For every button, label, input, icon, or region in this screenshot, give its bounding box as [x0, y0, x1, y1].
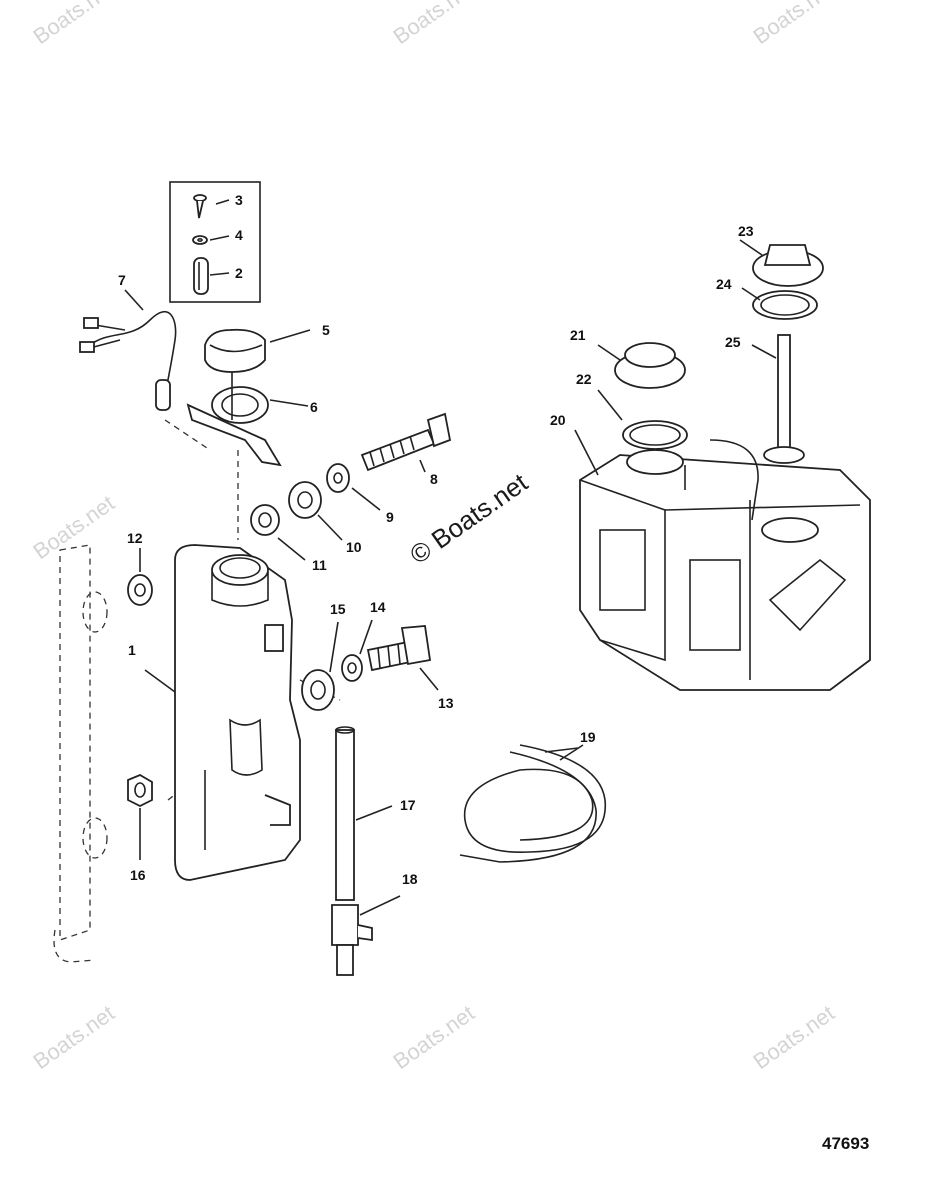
grommet-part-12: [127, 548, 153, 606]
watermark: Boats.net: [29, 1000, 119, 1074]
screw-part-3: [193, 194, 207, 219]
bolt-part-8: [360, 412, 452, 473]
grommet-part-2: [193, 257, 209, 295]
bolt-part-13: [366, 625, 439, 691]
oil-tank-part-1: [144, 544, 301, 881]
washer-part-4: [192, 235, 208, 245]
gasket-part-24: [741, 287, 818, 320]
watermark: Boats.net: [749, 0, 839, 49]
hose-coil-part-19: [459, 744, 607, 863]
watermark: Boats.net: [29, 490, 119, 564]
gauge-cap-part-23: [739, 239, 824, 287]
callout-12: 12: [127, 530, 143, 546]
callout-15: 15: [330, 601, 346, 617]
callout-25: 25: [725, 334, 741, 350]
callout-16: 16: [130, 867, 146, 883]
figure-number: 47693: [822, 1134, 870, 1153]
callout-2: 2: [235, 265, 243, 281]
callout-labels: 1 2 3 4 5 6 7 8 9 10 11 12 13 14 15 16 1…: [118, 192, 754, 887]
bracket-part-6: [186, 372, 309, 467]
callout-20: 20: [550, 412, 566, 428]
watermark: Boats.net: [29, 0, 119, 49]
callout-17: 17: [400, 797, 416, 813]
fitting-part-18: [331, 895, 401, 976]
filler-cap-part-5: [204, 328, 311, 373]
hardware-inset: [169, 181, 261, 303]
callout-3: 3: [235, 192, 243, 208]
bushing-part-11: [250, 504, 306, 561]
callout-24: 24: [716, 276, 732, 292]
sender-harness-part-7: [79, 289, 177, 411]
callout-21: 21: [570, 327, 586, 343]
callout-4: 4: [235, 227, 243, 243]
callout-1: 1: [128, 642, 136, 658]
callout-14: 14: [370, 599, 386, 615]
nut-part-9: [326, 463, 381, 511]
watermark: Boats.net: [389, 0, 479, 49]
grommet-part-10: [288, 481, 343, 541]
washer-part-14: [341, 619, 373, 682]
callout-23: 23: [738, 223, 754, 239]
callout-5: 5: [322, 322, 330, 338]
gasket-part-22: [597, 389, 688, 450]
pickup-tube-part-25: [751, 334, 805, 464]
grommet-part-15: [301, 621, 339, 711]
callout-13: 13: [438, 695, 454, 711]
grommet-part-16: [127, 773, 153, 860]
callout-8: 8: [430, 471, 438, 487]
hose-part-17: [335, 726, 393, 901]
callout-22: 22: [576, 371, 592, 387]
remote-tank-part-20: [574, 429, 871, 691]
watermark: Boats.net: [389, 1000, 479, 1074]
callout-11: 11: [312, 557, 327, 573]
center-watermark: © Boats.net: [404, 467, 533, 570]
callout-18: 18: [402, 871, 418, 887]
callout-10: 10: [346, 539, 362, 555]
tank-cap-part-21: [597, 342, 686, 389]
watermark: Boats.net: [749, 1000, 839, 1074]
callout-6: 6: [310, 399, 318, 415]
inset-frame: [169, 181, 261, 303]
callout-9: 9: [386, 509, 394, 525]
callout-19: 19: [580, 729, 596, 745]
callout-7: 7: [118, 272, 126, 288]
mounting-rail: [53, 544, 108, 963]
